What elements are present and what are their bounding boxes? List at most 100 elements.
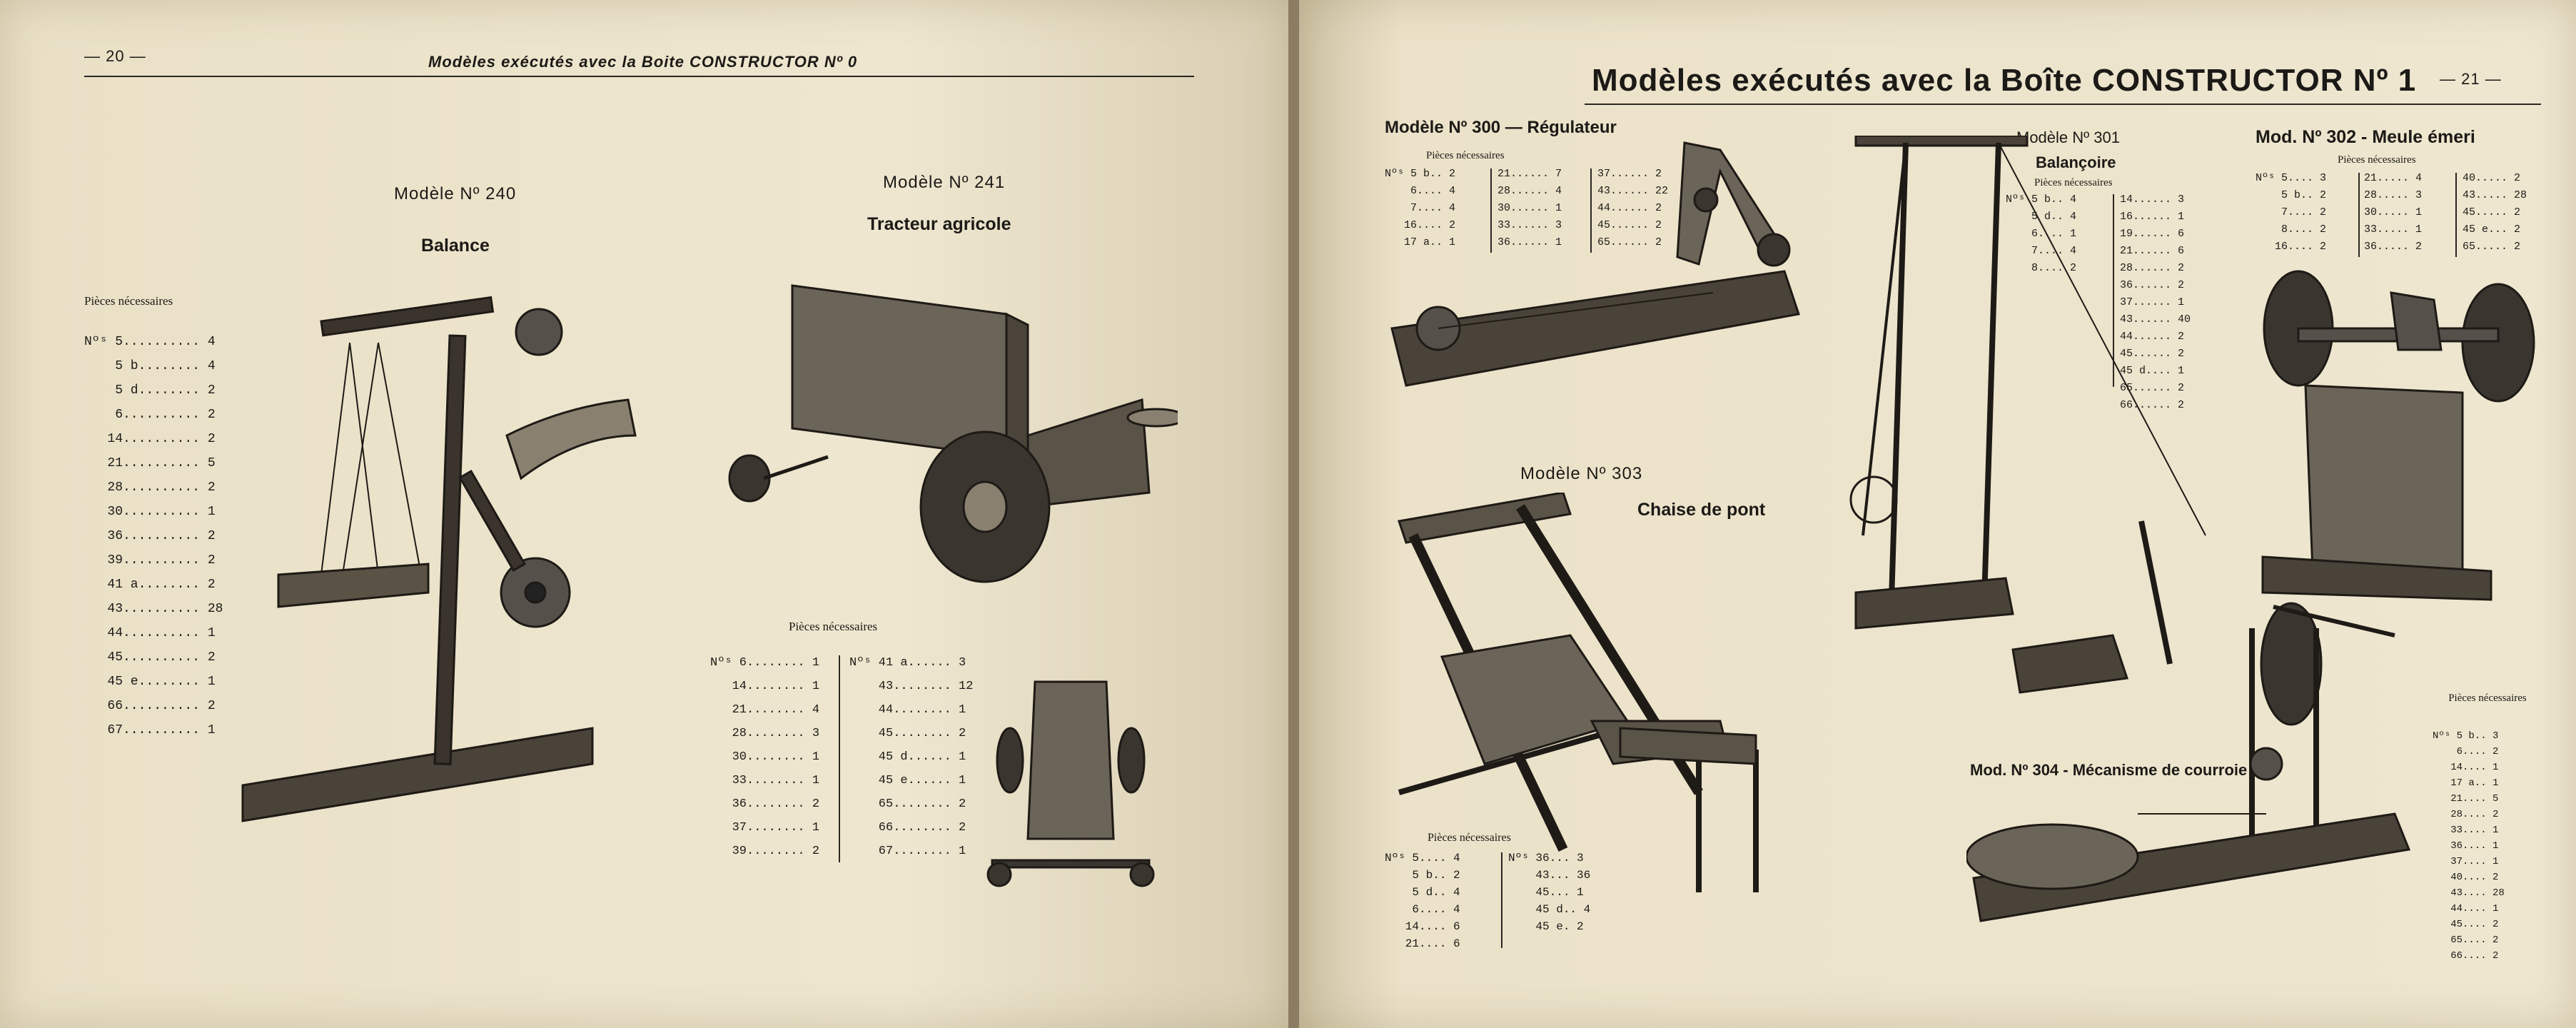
tractor-front-illustration xyxy=(985,667,1156,903)
model-303-title: Modèle Nº 303 xyxy=(1520,464,1643,483)
parts-divider xyxy=(2358,173,2360,257)
parts-list-item: 65........ 2 xyxy=(849,797,966,811)
model-304-parts-list: Nºˢ 5 b.. 3 6.... 2 14.... 1 17 a.. 1 21… xyxy=(2433,728,2505,964)
parts-divider xyxy=(839,655,840,862)
swing-illustration xyxy=(1842,136,2241,735)
parts-list-item: 6.......... 2 xyxy=(84,408,216,422)
model-241-subtitle: Tracteur agricole xyxy=(867,214,1011,234)
parts-list-item: Nºˢ 5.... 3 xyxy=(2256,172,2327,184)
model-240-title: Modèle Nº 240 xyxy=(394,184,517,203)
model-304-title: Mod. Nº 304 - Mécanisme de courroie xyxy=(1970,761,2248,779)
parts-list-item: 44...... 2 xyxy=(1597,202,1662,214)
parts-list-item: 16.... 2 xyxy=(2256,241,2327,253)
parts-list-item: Nºˢ 5 b.. 4 xyxy=(2006,193,2077,206)
model-240-subtitle: Balance xyxy=(421,236,490,256)
parts-list-item: 7.... 2 xyxy=(2256,206,2327,218)
parts-list-item: 65...... 2 xyxy=(2120,382,2185,394)
parts-list-item: 45 e... 2 xyxy=(2463,223,2521,236)
parts-list-item: 44........ 1 xyxy=(849,703,966,717)
parts-list-item: 45... 1 xyxy=(1508,886,1584,899)
belt-mechanism-illustration xyxy=(1966,600,2438,978)
parts-divider xyxy=(1490,168,1492,253)
parts-list-item: 16.... 2 xyxy=(1385,219,1456,231)
parts-list-item: 45.......... 2 xyxy=(84,650,216,665)
parts-list-item: 36........ 2 xyxy=(710,797,820,811)
parts-divider xyxy=(2455,173,2457,257)
parts-list-item: 45........ 2 xyxy=(849,727,966,740)
page-number: — 20 — xyxy=(84,47,146,65)
parts-list-item: 67.......... 1 xyxy=(84,723,216,737)
parts-list-item: 45 e...... 1 xyxy=(849,774,966,787)
parts-list-item: 43... 36 xyxy=(1508,869,1591,882)
parts-list-item: 36..... 2 xyxy=(2364,241,2423,253)
model-240-parts-list: Nºˢ 5.......... 4 5 b........ 4 5 d.....… xyxy=(84,330,223,742)
parts-list-item: 45.... 2 xyxy=(2433,919,2499,930)
parts-list-item: 66........ 2 xyxy=(849,821,966,835)
parts-list-item: 44.... 1 xyxy=(2433,903,2499,914)
parts-list-item: 5 b.. 2 xyxy=(1385,869,1460,882)
parts-list-item: 36...... 2 xyxy=(2120,279,2185,291)
model-241-parts-col2: Nºˢ 41 a...... 3 43........ 12 44.......… xyxy=(849,651,973,863)
model-300-parts-label: Pièces nécessaires xyxy=(1426,150,1505,161)
parts-list-item: 19...... 6 xyxy=(2120,228,2185,240)
parts-list-item: 6.... 2 xyxy=(2433,746,2499,757)
parts-list-item: 30...... 1 xyxy=(1497,202,1562,214)
parts-list-item: 7.... 4 xyxy=(1385,202,1456,214)
model-241-parts-col1: Nºˢ 6........ 1 14........ 1 21........ … xyxy=(710,651,819,863)
parts-list-item: 28.... 2 xyxy=(2433,809,2499,820)
parts-list-item: 40..... 2 xyxy=(2463,172,2521,184)
balance-illustration xyxy=(236,293,650,864)
parts-list-item: 28........ 3 xyxy=(710,727,820,740)
parts-list-item: Nºˢ 5 b.. 3 xyxy=(2433,730,2499,742)
parts-list-item: 43...... 40 xyxy=(2120,313,2191,326)
parts-list-item: 21.... 5 xyxy=(2433,793,2499,805)
parts-list-item: 36.......... 2 xyxy=(84,529,216,543)
model-302-parts-label: Pièces nécessaires xyxy=(2338,154,2416,166)
parts-list-item: 21.... 6 xyxy=(1385,937,1460,950)
parts-list-item: 45..... 2 xyxy=(2463,206,2521,218)
header-rule xyxy=(1585,104,2541,105)
parts-list-item: 14.......... 2 xyxy=(84,432,216,446)
parts-divider xyxy=(1590,168,1592,253)
regulator-illustration xyxy=(1385,128,1806,428)
parts-list-item: 21.......... 5 xyxy=(84,456,216,470)
parts-list-item: 66.... 2 xyxy=(2433,950,2499,962)
parts-list-item: 45 d...... 1 xyxy=(849,750,966,764)
parts-list-item: Nºˢ 5.......... 4 xyxy=(84,335,216,349)
parts-list-item: 8.... 2 xyxy=(2006,262,2077,274)
parts-list-item: 17 a.. 1 xyxy=(2433,777,2499,789)
parts-list-item: 16...... 1 xyxy=(2120,211,2185,223)
parts-list-item: 45 d.. 4 xyxy=(1508,903,1591,916)
right-page: Modèles exécutés avec la Boîte CONSTRUCT… xyxy=(1299,0,2576,1028)
tractor-illustration xyxy=(721,271,1178,600)
parts-list-item: 6.... 4 xyxy=(1385,185,1456,197)
model-303-parts-col1: Nºˢ 5.... 4 5 b.. 2 5 d.. 4 6.... 4 14..… xyxy=(1385,850,1460,952)
model-301-parts-label: Pièces nécessaires xyxy=(2034,177,2113,188)
parts-list-item: 28.......... 2 xyxy=(84,480,216,495)
parts-list-item: Nºˢ 6........ 1 xyxy=(710,656,820,670)
parts-list-item: 14...... 3 xyxy=(2120,193,2185,206)
header-rule xyxy=(84,76,1194,77)
parts-list-item: 28..... 3 xyxy=(2364,189,2423,201)
parts-list-item: 21...... 7 xyxy=(1497,168,1562,180)
parts-list-item: 65..... 2 xyxy=(2463,241,2521,253)
model-302-title: Mod. Nº 302 - Meule émeri xyxy=(2256,127,2475,147)
parts-list-item: 6.... 1 xyxy=(2006,228,2077,240)
parts-list-item: 14........ 1 xyxy=(710,680,820,693)
parts-list-item: 5 b.. 2 xyxy=(2256,189,2327,201)
parts-list-item: 6.... 4 xyxy=(1385,903,1460,916)
parts-list-item: 5 d.. 4 xyxy=(1385,886,1460,899)
parts-list-item: 45...... 2 xyxy=(1597,219,1662,231)
model-301-parts-col1: Nºˢ 5 b.. 4 5 d.. 4 6.... 1 7.... 4 8...… xyxy=(2006,191,2076,277)
grinder-illustration xyxy=(2248,250,2548,621)
parts-list-item: 39.......... 2 xyxy=(84,553,216,568)
parts-list-item: 43........ 12 xyxy=(849,680,974,693)
parts-list-item: 14.... 6 xyxy=(1385,920,1460,933)
parts-list-item: Nºˢ 5 b.. 2 xyxy=(1385,168,1456,180)
parts-list-item: 45 e........ 1 xyxy=(84,675,216,689)
parts-list-item: 44...... 2 xyxy=(2120,331,2185,343)
